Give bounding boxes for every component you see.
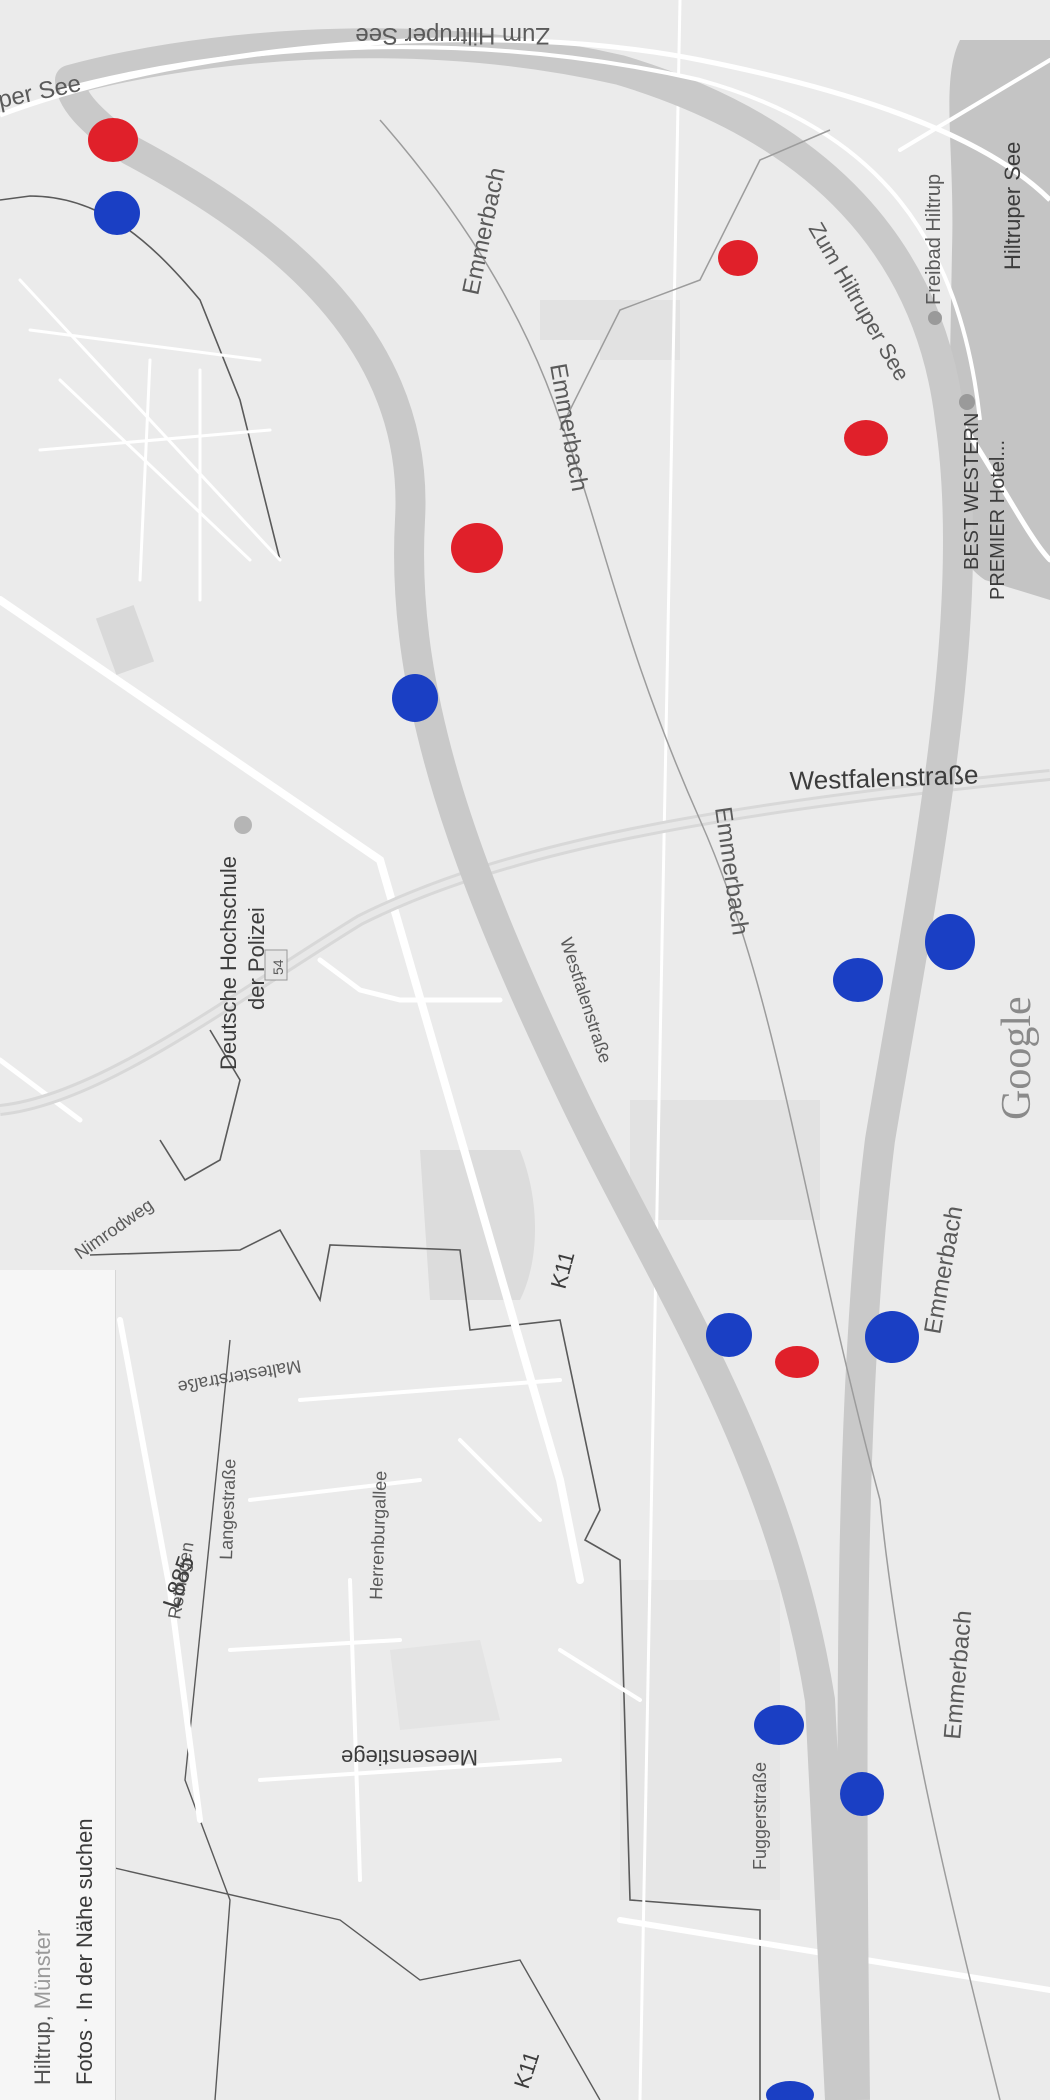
place-region: Münster [30, 1929, 55, 2010]
hotel-pin-icon [959, 394, 975, 410]
place-info-card[interactable]: Hiltrup, Münster Fotos · In der Nähe suc… [0, 1270, 116, 2100]
label-emmerbach-2: Emmerbach [544, 361, 593, 493]
blue-marker[interactable] [840, 1772, 884, 1816]
label-k11-b: K11 [509, 2048, 544, 2091]
emmerbach-stream [379, 119, 1001, 2100]
boundary-line [159, 1029, 241, 1182]
red-marker[interactable] [844, 420, 888, 456]
poi-icon [928, 311, 942, 325]
label-k11-a: K11 [546, 1249, 580, 1292]
park-area [420, 1150, 535, 1300]
block-area [630, 1100, 820, 1220]
boundary-line [184, 1339, 231, 2100]
route-shield [264, 949, 288, 981]
boundary-line [79, 1859, 601, 2100]
road-main-loop-outer [55, 28, 974, 2100]
label-maltesterstrasse: Maltesterstraße [176, 1356, 303, 1397]
label-best-western-2: PREMIER Hotel... [987, 440, 1009, 600]
label-emmerbach-3: Emmerbach [709, 805, 754, 937]
block-area [600, 300, 680, 360]
place-name: Hiltrup, Münster [30, 1930, 56, 2085]
blue-marker[interactable] [925, 914, 975, 970]
boundary-line [0, 195, 281, 561]
blue-marker[interactable] [94, 191, 140, 235]
red-marker[interactable] [88, 118, 138, 162]
google-watermark: Google [994, 996, 1040, 1120]
markers [88, 118, 975, 2100]
label-best-western-1: BEST WESTERN [961, 413, 983, 570]
red-marker[interactable] [718, 240, 758, 276]
label-zum-hiltruper-see-top: Zum Hiltruper See [355, 22, 550, 49]
label-emmerbach-4: Emmerbach [919, 1204, 968, 1336]
place-actions[interactable]: Fotos · In der Nähe suchen [72, 1818, 97, 2085]
blue-marker[interactable] [706, 1313, 752, 1357]
road-westfalenstrasse-54-core [0, 772, 1050, 1113]
road-zum-hiltruper-see-inner [59, 45, 982, 421]
blue-marker[interactable] [754, 1705, 804, 1745]
blue-marker[interactable] [766, 2081, 814, 2100]
label-langestrasse: Langestraße [216, 1458, 240, 1560]
red-marker[interactable] [775, 1346, 819, 1378]
label-route-54: 54 [270, 959, 286, 975]
school-pin-icon [234, 816, 252, 834]
blue-marker[interactable] [865, 1311, 919, 1363]
blue-marker[interactable] [833, 958, 883, 1002]
label-meesenstiege: Meesenstiege [341, 1745, 478, 1770]
label-hiltruper-see-lake: Hiltruper See [1000, 142, 1025, 270]
label-freibad: Freibad Hiltrup [923, 174, 945, 305]
label-emmerbach-5: Emmerbach [939, 1609, 977, 1740]
block-area [95, 604, 155, 676]
red-marker[interactable] [451, 523, 503, 573]
block-area [390, 1640, 500, 1730]
label-fuggerstrasse: Fuggerstraße [750, 1762, 770, 1870]
place-title: Hiltrup, [30, 2015, 55, 2085]
label-herrenburgallee: Herrenburgallee [366, 1470, 390, 1600]
label-westfalenstrasse-main: Westfalenstraße [789, 759, 979, 796]
blue-marker[interactable] [392, 674, 438, 722]
label-hochschule-1: Deutsche Hochschule [216, 856, 241, 1070]
